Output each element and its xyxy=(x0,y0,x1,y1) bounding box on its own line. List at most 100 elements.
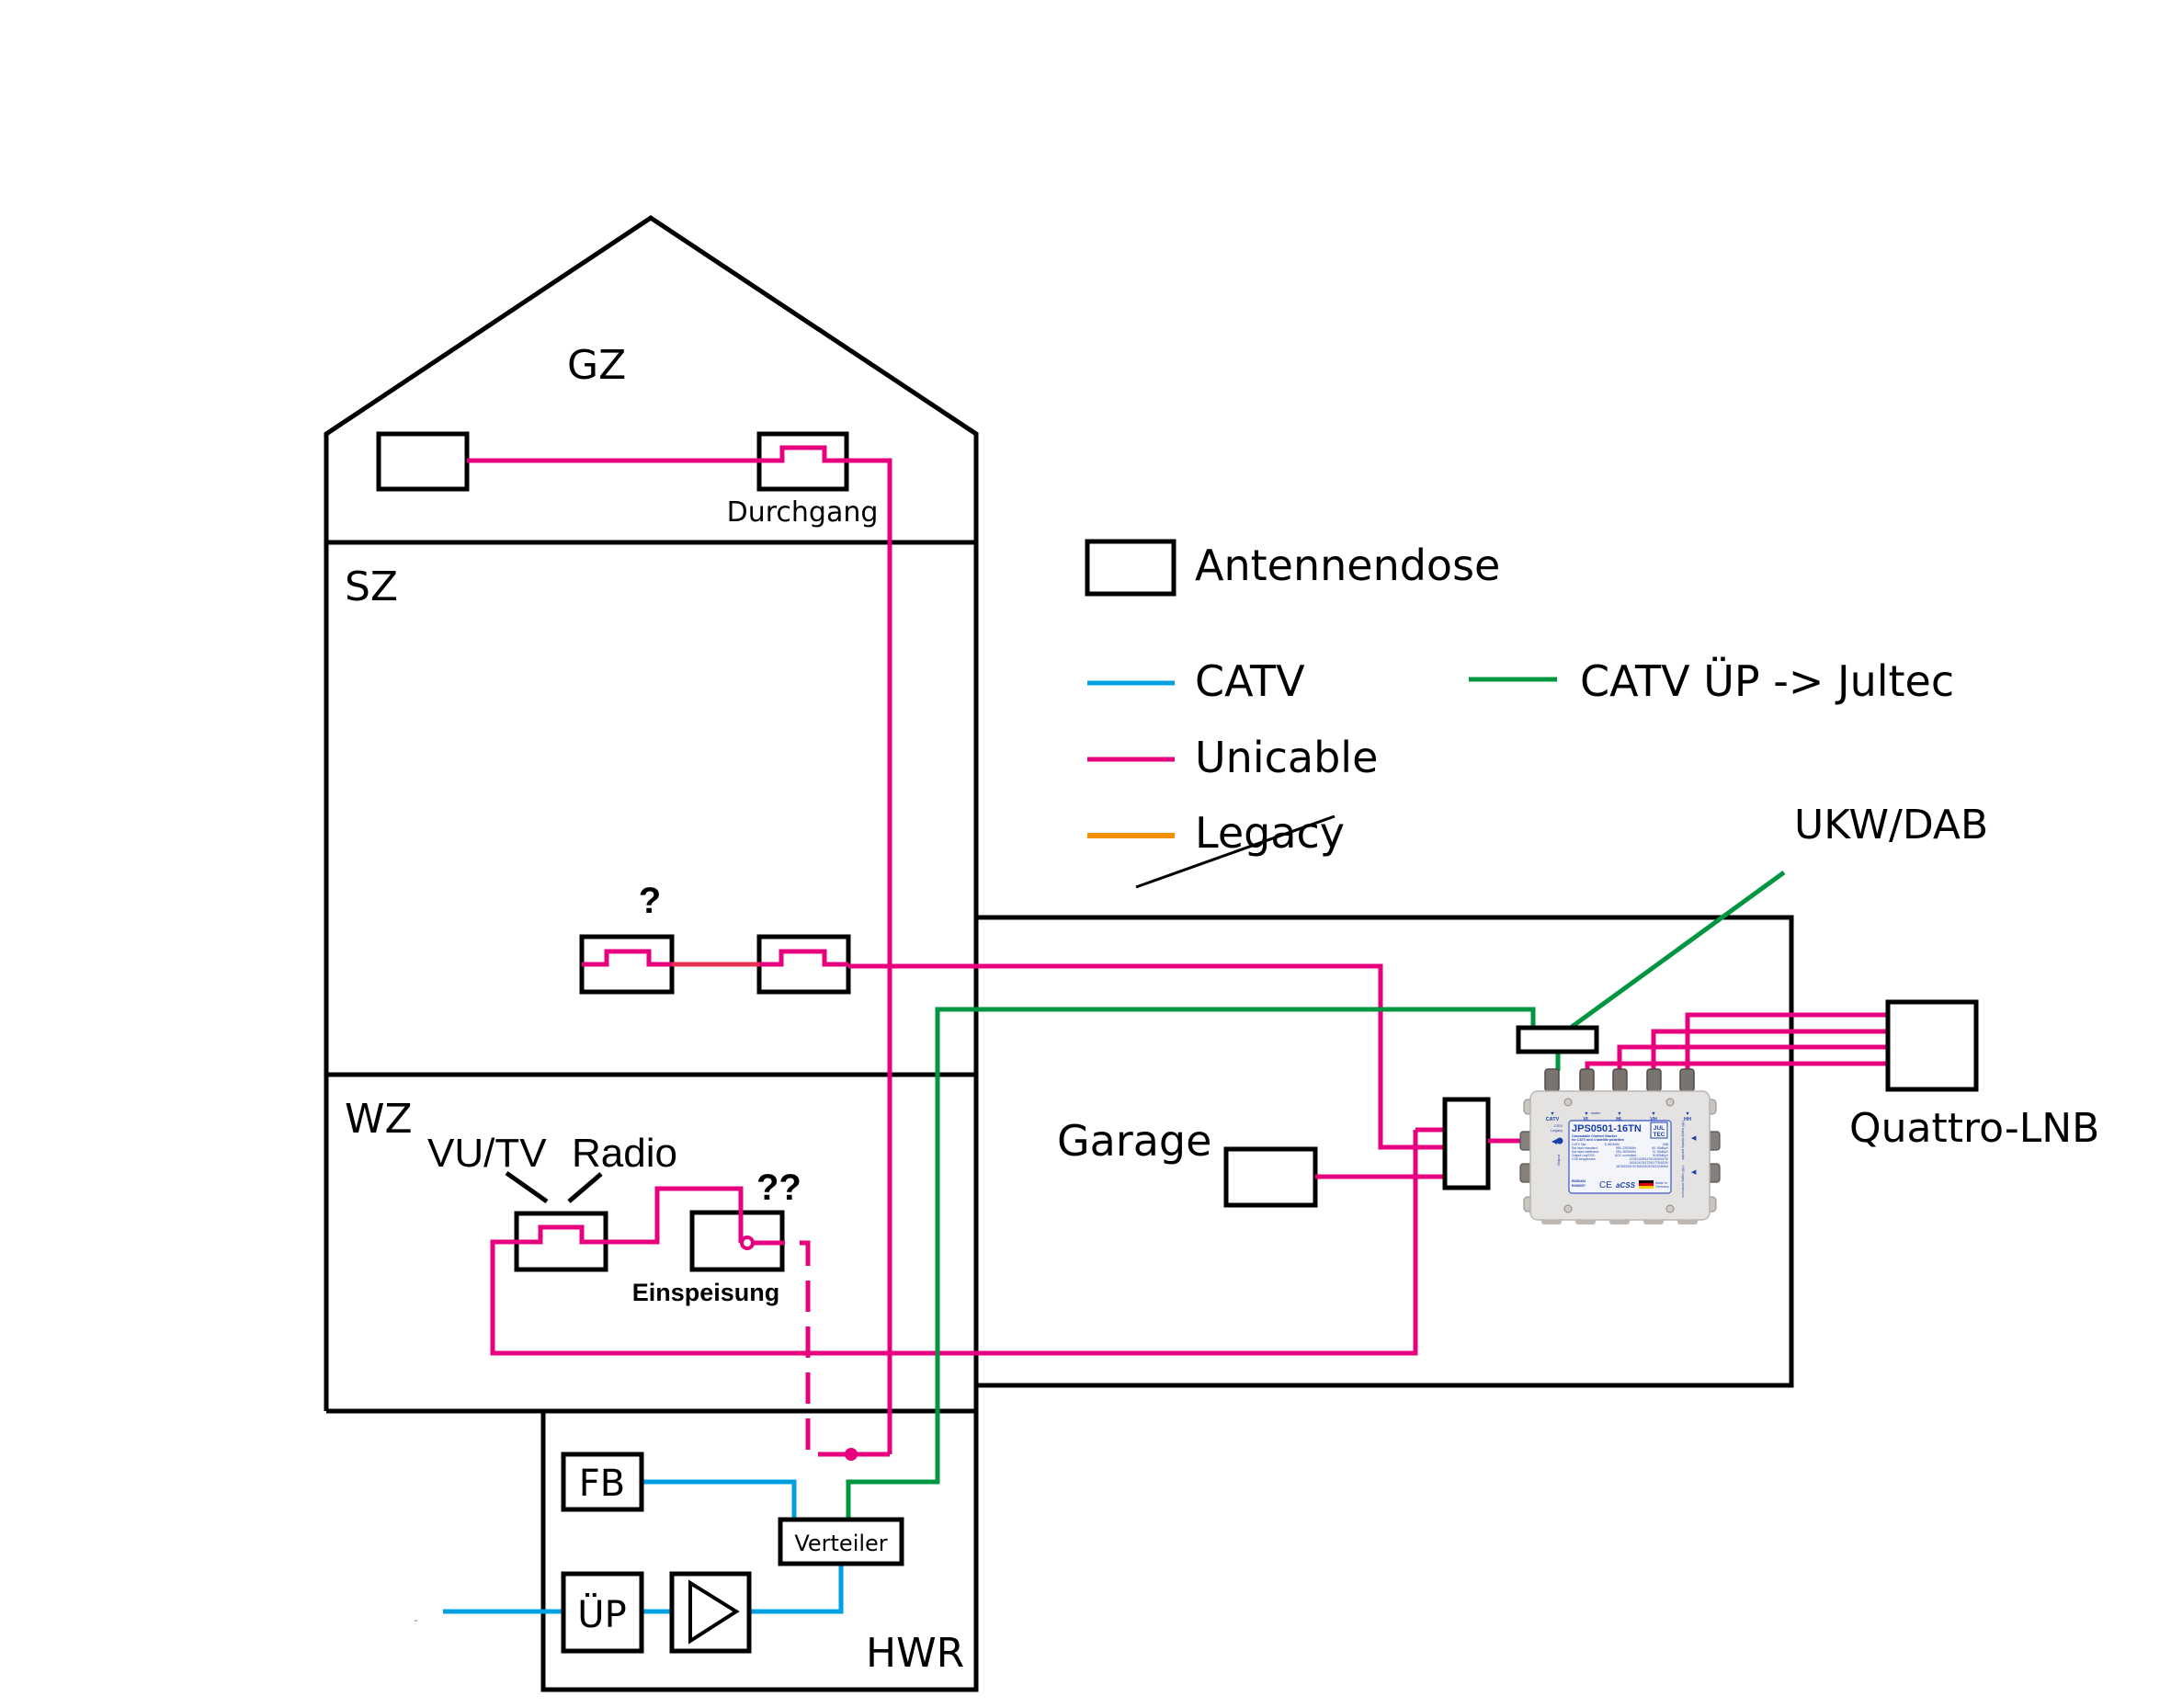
legend-unicable-label: Unicable xyxy=(1195,733,1378,782)
fb-label: FB xyxy=(579,1463,625,1505)
antennendose-garage[interactable] xyxy=(1223,1146,1318,1208)
lnb-cable-vl xyxy=(1585,1061,1888,1071)
ce-mark-icon: CE xyxy=(1599,1180,1612,1190)
svg-text:Output Leg/CSS:: Output Leg/CSS: xyxy=(1572,1154,1596,1157)
made-in-country: Germany xyxy=(1655,1185,1669,1189)
svg-text:1875/1925/1975/2025/2075/2125M: 1875/1925/1975/2025/2075/2125MHz xyxy=(1616,1165,1668,1168)
screw-icon xyxy=(1563,1204,1573,1213)
jultec-top-connectors xyxy=(1544,1068,1695,1092)
catv-uep-jultec-line xyxy=(846,1007,1536,1520)
room-garage-outline xyxy=(976,915,1794,1388)
room-label-gz: GZ xyxy=(567,342,626,389)
connector-hh xyxy=(1679,1068,1695,1092)
unicable-junction-dot xyxy=(845,1448,858,1461)
legend-catv-label: CATV xyxy=(1195,656,1305,706)
output-arrow-icon: ◀ xyxy=(1552,1137,1558,1145)
label-durchgang: Durchgang xyxy=(727,496,879,529)
quattro-lnb[interactable] xyxy=(1885,999,1979,1092)
svg-text:60..90dBµV: 60..90dBµV xyxy=(1652,1146,1669,1150)
jultec-port-labels: ▼ ▼ ▼ ▼ ▼ CATV VL HL VH HH xyxy=(1546,1111,1691,1122)
jultec-right-label-continuous: +18V supply continuous xyxy=(1681,1165,1685,1197)
connector-vl xyxy=(1579,1068,1595,1092)
port-arrow-icon: ▼ xyxy=(1550,1111,1554,1117)
uep-box[interactable] xyxy=(561,1571,644,1654)
svg-text:CSS frequencies:: CSS frequencies: xyxy=(1572,1157,1596,1161)
jultec-model-name: JPS0501-16TN xyxy=(1572,1123,1642,1134)
svg-text:70..90dBµV: 70..90dBµV xyxy=(1652,1150,1669,1154)
catv-amp-to-verteiler xyxy=(749,1564,844,1614)
room-label-garage: Garage xyxy=(1057,1116,1211,1166)
catv-fb-to-verteiler xyxy=(642,1479,797,1520)
jultec-norm2: EN50607 xyxy=(1572,1184,1586,1188)
lnb-cable-vh xyxy=(1651,1029,1888,1071)
jultec-label-panel xyxy=(1568,1120,1672,1194)
svg-text:1625/1675/1725/1775/1825/: 1625/1675/1725/1775/1825/ xyxy=(1630,1161,1668,1165)
uep-label: ÜP xyxy=(577,1592,626,1636)
jultec-logo-line1: JUL xyxy=(1654,1125,1665,1132)
svg-text:5..862MHz: 5..862MHz xyxy=(1605,1143,1620,1146)
legend-legacy-label: Legacy xyxy=(1195,808,1345,858)
right-arrow-icon: ◀ xyxy=(1691,1135,1697,1142)
jultec-subtitle2: for CATV and 4 satellite polarities xyxy=(1572,1138,1624,1142)
port-arrow-icon: ▼ xyxy=(1651,1111,1655,1117)
output-a-badge-icon xyxy=(1556,1137,1563,1144)
svg-text:950..2200MHz: 950..2200MHz xyxy=(1616,1146,1636,1150)
lnb-cable-hh xyxy=(1685,1012,1888,1071)
room-label-wz: WZ xyxy=(345,1096,413,1143)
legend-antennendose-label: Antennendose xyxy=(1195,541,1500,590)
unicable-gz-line xyxy=(467,445,892,1454)
verteiler-label: Verteiler xyxy=(794,1531,887,1556)
jultec-norm1: EN50494 xyxy=(1572,1179,1586,1183)
german-flag-icon xyxy=(1639,1180,1654,1189)
svg-text:91/93dBµV: 91/93dBµV xyxy=(1653,1154,1669,1157)
port-label-awake: awake xyxy=(1591,1111,1600,1115)
svg-text:-3dB: -3dB xyxy=(1662,1143,1669,1146)
port-label-hh: HH xyxy=(1684,1117,1691,1122)
einspeisung-feed-point xyxy=(740,1235,755,1250)
svg-text:Sat input wideband:: Sat input wideband: xyxy=(1572,1150,1599,1154)
room-hwr-outline xyxy=(540,1408,979,1692)
connector-hl xyxy=(1612,1068,1628,1092)
jultec-left-label-legacy: Legacy xyxy=(1551,1128,1563,1133)
label-ukw-dab: UKW/DAB xyxy=(1794,802,1988,848)
room-label-hwr: HWR xyxy=(866,1630,964,1677)
jultec-right-label-standby: +18V supply standby possible xyxy=(1681,1120,1685,1160)
antennendose-gz-end[interactable] xyxy=(376,431,470,492)
port-arrow-icon: ▼ xyxy=(1617,1111,1621,1117)
lnb-cables xyxy=(1585,1012,1888,1071)
port-label-vh: VH xyxy=(1650,1117,1657,1122)
unicable-sz-to-garage xyxy=(848,963,1445,1150)
unicable-einspeisung-dashed xyxy=(754,1240,851,1457)
catv-ukw-combiner[interactable] xyxy=(1516,1025,1599,1054)
verteiler-box[interactable] xyxy=(778,1517,904,1566)
amplifier-triangle-icon xyxy=(688,1579,740,1645)
port-label-vl: VL xyxy=(1583,1117,1590,1122)
jultec-logo-line2: TEC xyxy=(1654,1132,1665,1138)
screw-icon xyxy=(1563,1098,1573,1107)
leader-vu-tv xyxy=(505,1170,549,1204)
svg-text:290..3000MHz: 290..3000MHz xyxy=(1616,1150,1636,1154)
stray-dot xyxy=(415,1620,417,1622)
screw-icon xyxy=(1665,1204,1675,1213)
jultec-multiswitch[interactable]: ▼ ▼ ▼ ▼ ▼ CATV VL HL VH HH awake CSS/ Le… xyxy=(1519,1068,1721,1224)
fb-box[interactable] xyxy=(561,1452,644,1512)
room-label-sz: SZ xyxy=(345,564,398,610)
jultec-logo xyxy=(1650,1122,1668,1139)
svg-text:Sat input standard:: Sat input standard: xyxy=(1572,1146,1598,1150)
lnb-cable-hl xyxy=(1617,1044,1888,1071)
svg-text:CATV Tap:: CATV Tap: xyxy=(1572,1143,1586,1146)
jultec-subtitle1: Cascadable Channel Stacker xyxy=(1572,1134,1618,1138)
unicable-splitter-garage[interactable] xyxy=(1442,1097,1491,1190)
port-label-catv: CATV xyxy=(1546,1117,1560,1122)
connector-catv xyxy=(1544,1068,1560,1092)
connector-vh xyxy=(1646,1068,1662,1092)
port-label-hl: HL xyxy=(1616,1117,1623,1122)
svg-text:1375/1425/1475/1525/1575/: 1375/1425/1475/1525/1575/ xyxy=(1630,1157,1668,1161)
label-quattro-lnb: Quattro-LNB xyxy=(1849,1105,2099,1152)
jultec-left-label-output: Output xyxy=(1556,1154,1561,1166)
jultec-spec-table: CATV Tap: 5..862MHz -3dB Sat input stand… xyxy=(1572,1143,1669,1168)
leader-radio xyxy=(567,1172,603,1203)
made-in-label: Made in xyxy=(1655,1181,1667,1185)
legend-antennendose-symbol xyxy=(1085,539,1176,597)
